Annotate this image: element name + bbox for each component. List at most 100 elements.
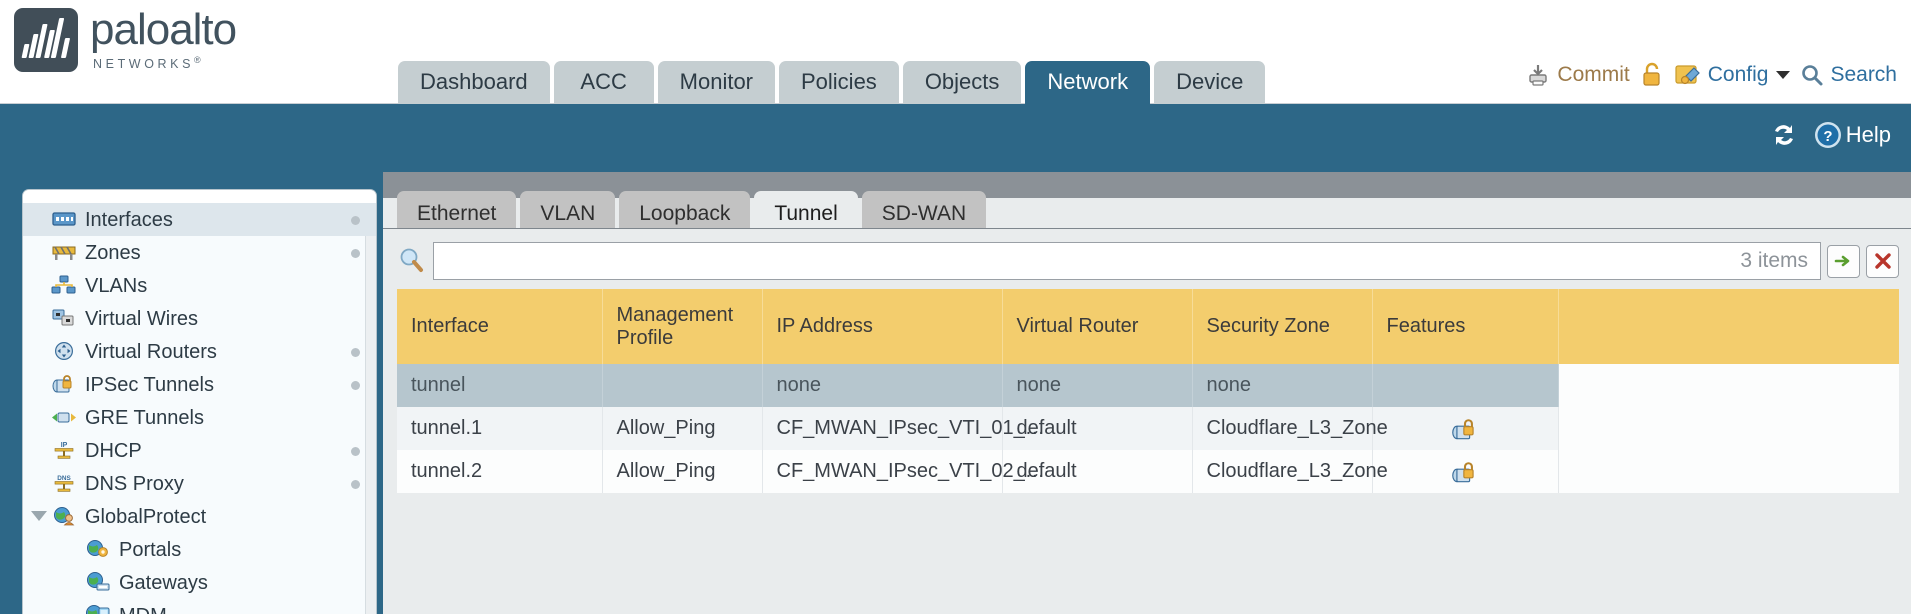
sidebar-item-label: IPSec Tunnels — [85, 373, 214, 396]
cell-security-zone: none — [1192, 364, 1373, 407]
padlock-icon — [1643, 62, 1660, 86]
modified-dot — [351, 216, 360, 225]
search-label: Search — [1830, 63, 1897, 86]
cell-security-zone: Cloudflare_L3_Zone — [1192, 450, 1388, 493]
column-header-features[interactable]: Features — [1372, 289, 1559, 364]
apply-filter-button[interactable] — [1827, 244, 1860, 278]
tunnel-interfaces-table: Interface Management Profile IP Address … — [397, 289, 1899, 493]
sidebar-item-gre-tunnels[interactable]: GRE Tunnels — [23, 401, 376, 434]
modified-dot — [351, 447, 360, 456]
sidebar-item-label: DHCP — [85, 439, 142, 462]
mdm-icon — [85, 604, 111, 614]
table-row[interactable]: tunnel.1 Allow_Ping CF_MWAN_IPsec_VTI_01… — [397, 407, 1899, 450]
nav-tab-dashboard[interactable]: Dashboard — [398, 61, 550, 104]
sidebar-item-interfaces[interactable]: Interfaces — [23, 203, 376, 236]
globalprotect-icon — [51, 506, 77, 528]
modified-dot — [351, 480, 360, 489]
commit-icon — [1529, 65, 1548, 86]
nav-tab-acc[interactable]: ACC — [553, 61, 654, 104]
cell-features — [1372, 450, 1559, 493]
cell-interface[interactable]: tunnel — [397, 364, 603, 407]
cell-ip-address: none — [762, 364, 1003, 407]
ipsec-lock-icon — [1452, 418, 1474, 439]
sidebar-item-label: GlobalProtect — [85, 505, 207, 528]
sidebar-scrollbar[interactable] — [365, 203, 376, 614]
filter-bar: 3 items — [397, 239, 1899, 283]
modified-dot — [351, 381, 360, 390]
sidebar-item-label: Gateways — [119, 571, 208, 594]
modified-dot — [351, 348, 360, 357]
cell-virtual-router: none — [1002, 364, 1193, 407]
nav-tab-policies[interactable]: Policies — [779, 61, 899, 104]
cell-management-profile: Allow_Ping — [602, 450, 763, 493]
sidebar: Interfaces Zones VLANs Virtual Wires — [22, 189, 377, 614]
cell-spacer — [1558, 450, 1899, 493]
sidebar-item-gateways[interactable]: Gateways — [23, 566, 376, 599]
column-header-ip-address[interactable]: IP Address — [762, 289, 1003, 364]
ipsec-lock-icon — [1452, 461, 1474, 482]
nav-tab-monitor[interactable]: Monitor — [657, 61, 775, 104]
main-nav-tabs[interactable]: Dashboard ACC Monitor Policies Objects N… — [398, 55, 1266, 104]
sidebar-item-dhcp[interactable]: IP DHCP — [23, 434, 376, 467]
commit-button[interactable]: Commit — [1525, 62, 1630, 88]
lock-button[interactable] — [1640, 62, 1664, 88]
close-x-icon — [1874, 253, 1891, 269]
tunnel-interfaces-table-wrap: Interface Management Profile IP Address … — [397, 289, 1899, 614]
help-label: Help — [1845, 122, 1891, 147]
sidebar-item-label: DNS Proxy — [85, 472, 184, 495]
sidebar-item-label: Virtual Routers — [85, 340, 217, 363]
sidebar-item-label: Virtual Wires — [85, 307, 198, 330]
band-right-controls: ? Help — [1769, 120, 1891, 150]
nav-tab-network[interactable]: Network — [1025, 61, 1151, 104]
top-bar: paloalto NETWORKS® Dashboard ACC Monitor… — [0, 0, 1911, 104]
sidebar-item-zones[interactable]: Zones — [23, 236, 376, 269]
expand-triangle-icon[interactable] — [31, 511, 47, 521]
refresh-icon[interactable] — [1769, 120, 1799, 150]
sidebar-item-virtual-routers[interactable]: Virtual Routers — [23, 335, 376, 368]
clear-filter-button[interactable] — [1866, 244, 1899, 278]
modified-dot — [351, 249, 360, 258]
ipsec-tunnels-icon — [51, 374, 77, 396]
cell-management-profile — [602, 364, 763, 407]
search-button[interactable]: Search — [1800, 63, 1897, 87]
search-input[interactable]: 3 items — [433, 242, 1821, 280]
config-icon — [1675, 65, 1700, 85]
nav-tab-objects[interactable]: Objects — [902, 61, 1022, 104]
cell-management-profile: Allow_Ping — [602, 407, 763, 450]
sidebar-item-vlans[interactable]: VLANs — [23, 269, 376, 302]
sidebar-item-label: VLANs — [85, 274, 148, 297]
sidebar-item-label: Zones — [85, 241, 141, 264]
sidebar-item-portals[interactable]: Portals — [23, 533, 376, 566]
commit-label: Commit — [1557, 63, 1630, 86]
help-button[interactable]: ? Help — [1813, 120, 1891, 150]
interfaces-icon — [51, 209, 77, 231]
column-header-interface[interactable]: Interface — [397, 289, 603, 364]
sidebar-item-mdm[interactable]: MDM — [23, 599, 376, 614]
chevron-down-icon — [1776, 71, 1791, 79]
column-header-management-profile[interactable]: Management Profile — [602, 289, 763, 364]
sidebar-item-ipsec-tunnels[interactable]: IPSec Tunnels — [23, 368, 376, 401]
cell-interface[interactable]: tunnel.1 — [397, 407, 603, 450]
help-icon: ? — [1814, 122, 1841, 148]
sidebar-top-spacer — [23, 190, 376, 203]
nav-tab-device[interactable]: Device — [1154, 61, 1266, 104]
cell-interface[interactable]: tunnel.2 — [397, 450, 603, 493]
cell-ip-address: CF_MWAN_IPsec_VTI_01_… — [762, 407, 1045, 450]
svg-text:?: ? — [1823, 128, 1832, 145]
table-row[interactable]: tunnel none none none — [397, 364, 1899, 407]
column-header-spacer — [1558, 289, 1899, 364]
column-header-virtual-router[interactable]: Virtual Router — [1002, 289, 1193, 364]
brand-name: paloalto — [90, 5, 237, 55]
sidebar-item-label: Interfaces — [85, 208, 173, 231]
sidebar-item-virtual-wires[interactable]: Virtual Wires — [23, 302, 376, 335]
sidebar-item-dns-proxy[interactable]: DNS DNS Proxy — [23, 467, 376, 500]
dhcp-icon: IP — [51, 440, 77, 462]
column-header-security-zone[interactable]: Security Zone — [1192, 289, 1373, 364]
cell-virtual-router: default — [1002, 407, 1193, 450]
table-row[interactable]: tunnel.2 Allow_Ping CF_MWAN_IPsec_VTI_02… — [397, 450, 1899, 493]
config-menu[interactable]: Config — [1674, 62, 1791, 88]
search-icon[interactable] — [397, 246, 427, 276]
search-icon — [1802, 65, 1823, 86]
paloalto-logo-icon — [14, 8, 78, 72]
sidebar-item-globalprotect[interactable]: GlobalProtect — [23, 500, 376, 533]
